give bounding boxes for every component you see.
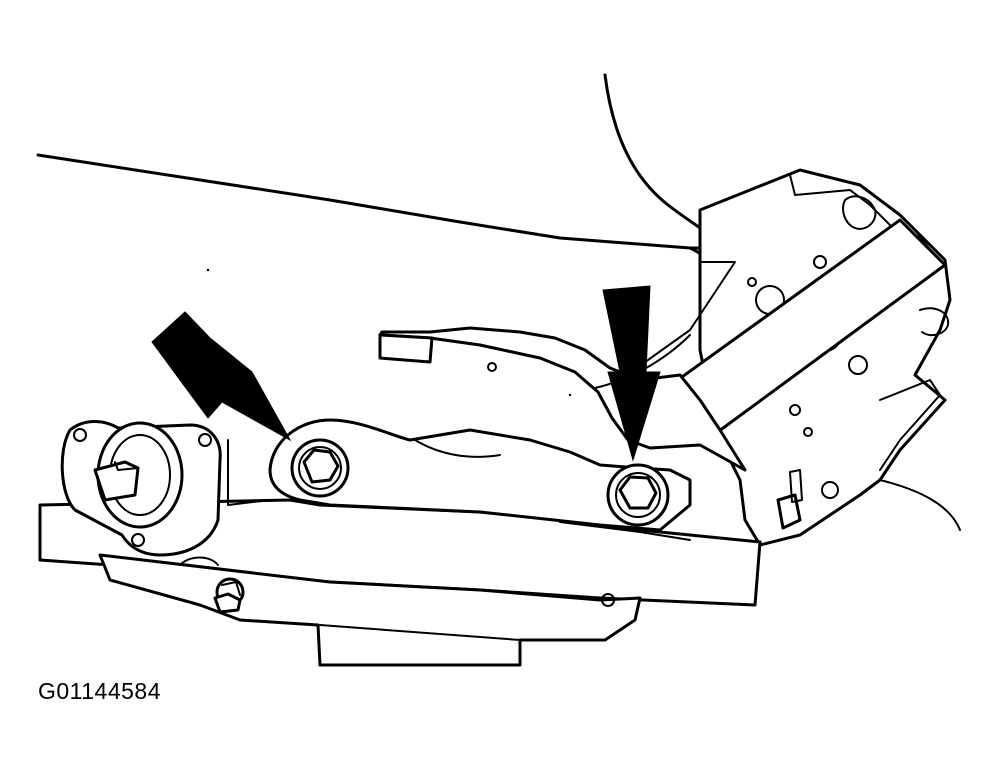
upper-arm-bracket	[378, 326, 747, 472]
lower-bolt	[213, 577, 245, 614]
left-bolt	[290, 438, 350, 498]
speck	[206, 268, 210, 272]
figure-id-label: G01144584	[38, 678, 162, 704]
main-bracket-bar	[38, 418, 762, 607]
right-callout-arrow	[602, 285, 661, 462]
left-tensioner	[60, 420, 271, 557]
upper-body-outline	[36, 73, 737, 272]
speck	[568, 393, 572, 397]
right-bolt	[606, 463, 670, 527]
left-callout-arrow	[151, 311, 292, 442]
